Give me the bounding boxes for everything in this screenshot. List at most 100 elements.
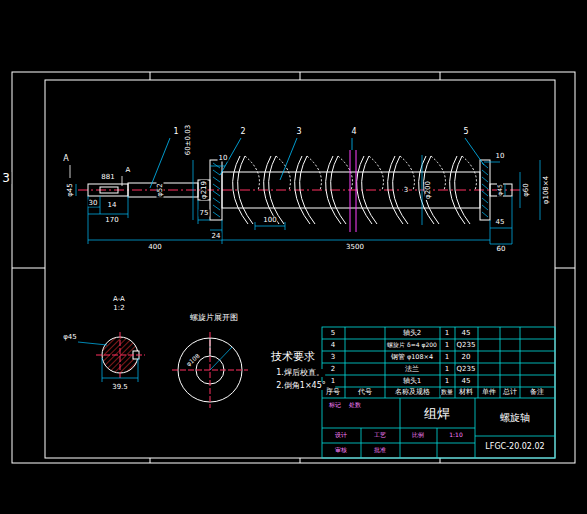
table-header: 材料 [458,389,474,396]
flight-edge [238,156,253,224]
flight-edge [331,156,346,224]
dimension-label: 30 [88,200,99,207]
sheet-zone-label: 3 [1,172,11,184]
dimension-label: 400 [147,244,162,251]
table-header: 数量 [440,389,454,395]
view-label: A-A [112,296,126,303]
table-cell: Q235 [456,342,477,349]
title-block-field: 审核 [334,447,348,453]
callout-number: 3 [295,128,302,136]
table-header: 代号 [357,389,373,396]
dimension-label: φ60 [523,182,530,198]
dimension-label: φ52 [157,182,164,198]
flight-back [400,156,414,190]
hatch-stroke [213,198,220,203]
dimension-label: 100 [262,217,277,224]
table-cell: 5 [330,330,336,337]
title-block [322,327,555,458]
section-marker-label: A [62,155,69,163]
dimension-label: φ45 [67,182,74,198]
table-header: 备注 [529,389,545,396]
flight-edge [362,156,377,224]
note-text: 1.焊后校直。 [275,369,325,377]
table-cell: Q235 [456,366,477,373]
dimension-label: 45 [495,219,506,226]
dimension-label: 60 [496,246,507,253]
section-marker-label: A [125,167,132,174]
section-label: 3 [403,187,409,194]
hatch-stroke [482,184,488,189]
hatch-stroke [482,191,488,196]
dimension-label: 10 [495,153,506,160]
hatch-stroke [213,177,220,182]
dimension-label: 14 [107,202,118,209]
table-header: 序号 [325,389,341,396]
drawing-title: 组焊 [423,407,451,420]
center-line [78,190,520,191]
dimension-label: φ108×4 [543,175,550,205]
section-view [78,332,145,382]
view-title: 螺旋片展开图 [189,314,239,322]
note-heading: 技术要求 [270,351,316,362]
table-cell: 1 [444,330,450,337]
table-cell: 2 [330,366,336,373]
table-header: 名称及规格 [394,389,431,396]
table-cell: 1 [444,342,450,349]
flight-back [245,156,259,190]
flight-back [431,156,445,190]
table-cell: 钢管 φ108×4 [390,354,434,361]
title-block-field: 批准 [373,447,387,453]
table-header: 总计 [502,389,518,396]
title-block-field: 比例 [411,432,425,438]
title-block-field: 标记 [328,402,342,408]
part-name: 螺旋轴 [499,413,531,423]
table-cell: 20 [461,354,472,361]
section-line [350,150,351,232]
flight-edge [300,156,315,224]
callout-number: 5 [462,128,469,136]
flight-back [307,156,321,190]
table-cell: 螺旋片 δ=4 φ200 [386,342,438,348]
table-cell: 45 [461,330,472,337]
hatch-stroke [482,170,488,175]
table-cell: 轴头1 [402,378,422,385]
dimension-label: 881 [100,174,115,181]
flight-edge [424,156,439,224]
dimension-label: φ108 [184,352,201,368]
section-marker [70,165,122,186]
hatch-stroke [213,212,220,217]
dimension-label: 3500 [345,244,365,251]
hatch-stroke [482,177,488,182]
dimension-label: φ219 [201,180,208,200]
hatch-stroke [213,184,220,189]
hatch-stroke [482,198,488,203]
dimension-label: 39.5 [111,384,129,391]
frame [12,72,575,463]
table-cell: 45 [461,378,472,385]
flight-edge [455,156,470,224]
title-block-field: 设计 [334,432,348,438]
dimension-label: 170 [104,217,119,224]
callout-number: 1 [172,128,179,136]
table-cell: 1 [444,366,450,373]
hatch-stroke [213,205,220,210]
title-block-field: 工艺 [373,432,387,438]
title-block-field: 处数 [348,402,362,408]
hatch-stroke [213,170,220,175]
table-cell: 法兰 [404,366,420,373]
dimension-label: φ45 [497,183,503,197]
table-cell: 4 [330,342,336,349]
table-cell: 轴头2 [402,330,422,337]
callout-number: 2 [239,128,246,136]
table-cell: 3 [330,354,336,361]
section-line [356,150,357,232]
table-header: 单件 [481,389,497,396]
flight-edge [269,156,284,224]
dimension-label: 24 [211,233,222,240]
dimension-label: φ200 [425,180,432,200]
dimension-label: 60±0.03 [185,124,192,156]
screw-flight [233,156,477,224]
dimension-label: 10 [218,155,229,162]
flight-back [369,156,383,190]
